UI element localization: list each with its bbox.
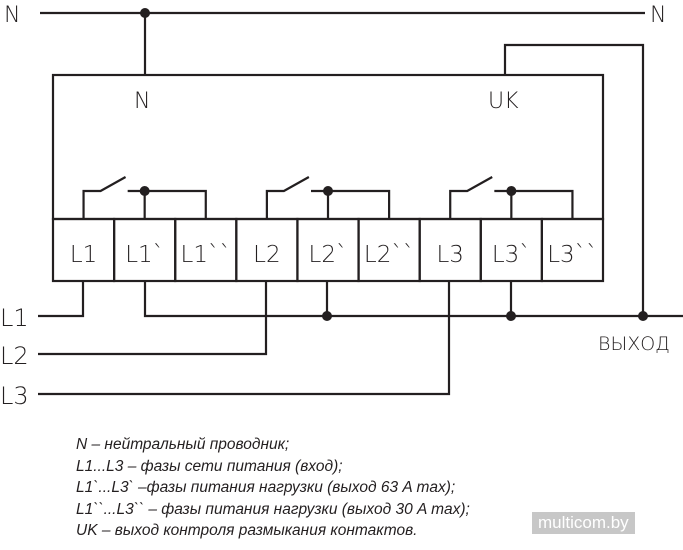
relay-contacts	[82, 176, 574, 219]
legend-item: L1`...L3` –фазы питания нагрузки (выход …	[76, 479, 456, 496]
legend-item: L1...L3 – фазы сети питания (вход);	[76, 457, 343, 475]
neutral-left-label: N	[4, 3, 20, 28]
terminal-label: L3`	[492, 242, 531, 268]
junction-dot	[638, 311, 648, 321]
switch-wire	[311, 189, 391, 219]
switch-wire	[127, 189, 207, 219]
terminal-label: L2	[253, 242, 280, 268]
l3-input-wire	[38, 281, 451, 396]
uk-wire	[503, 43, 645, 316]
junction-dot	[139, 186, 150, 196]
input-l3-label: L3	[0, 382, 29, 410]
junction-dot	[506, 186, 517, 196]
l2-input-wire	[38, 281, 268, 356]
switch-contact	[265, 176, 310, 219]
legend-item: N – нейтральный проводник;	[76, 436, 290, 453]
legend-item: UK – выход контроля размыкания контактов…	[76, 522, 418, 539]
watermark: multicom.by	[532, 512, 635, 534]
output-bus-wire	[143, 281, 683, 318]
terminal-label: L1	[70, 242, 97, 268]
input-l1-label: L1	[0, 304, 29, 332]
output-label: ВЫХОД	[598, 333, 670, 355]
terminal-label: L2`	[309, 242, 348, 268]
terminal-label: L1`	[125, 242, 164, 268]
junction-dot	[506, 311, 516, 321]
terminal-label: L3``	[547, 242, 597, 268]
legend: N – нейтральный проводник; L1...L3 – фаз…	[76, 434, 470, 542]
switch-contact	[449, 176, 493, 219]
input-l2-label: L2	[0, 342, 29, 370]
junction-dot	[322, 311, 332, 321]
device-n-label: N	[134, 89, 150, 114]
neutral-right-label: N	[650, 3, 666, 28]
l1-input-wire	[38, 281, 85, 318]
switch-contact	[82, 176, 127, 219]
terminal-block: L1 L1` L1`` L2 L2` L2`` L3 L3` L3``	[51, 217, 605, 283]
junction-dot	[323, 186, 333, 196]
terminal-label: L2``	[364, 242, 414, 268]
terminal-label: L1``	[181, 242, 231, 268]
legend-item: L1``...L3`` – фазы питания нагрузки (вых…	[76, 500, 470, 518]
device-uk-label: UK	[488, 89, 519, 114]
switch-wire	[494, 189, 574, 219]
terminal-label: L3	[436, 242, 463, 268]
